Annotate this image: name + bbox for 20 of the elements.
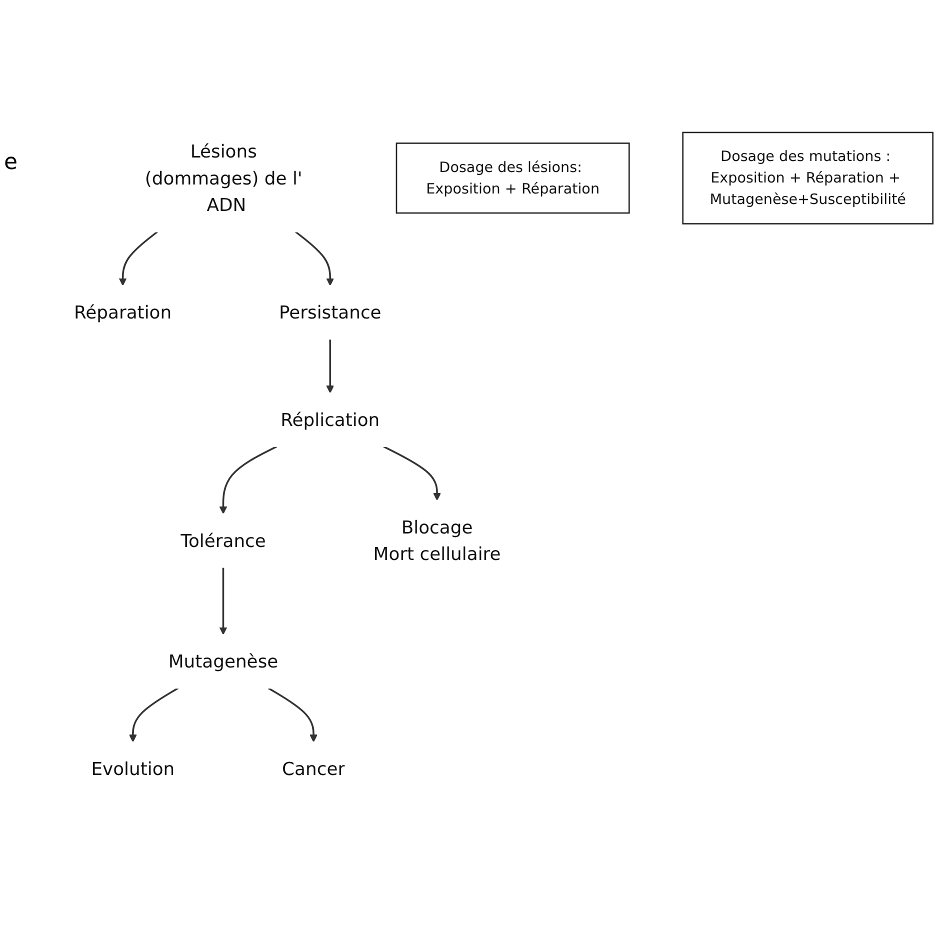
node-text: Cancer xyxy=(282,758,346,780)
arrow xyxy=(129,687,179,742)
cropped-text: e xyxy=(4,150,18,175)
node-text: Réplication xyxy=(280,408,380,430)
arrow xyxy=(383,446,441,501)
node-text: Tolérance xyxy=(180,530,266,552)
arrow xyxy=(219,446,278,514)
arrow xyxy=(295,231,334,286)
node-text: Evolution xyxy=(91,758,175,780)
node-box: Dosage des mutations : Exposition + Réparation + Mutagenèse+Susceptibilité xyxy=(682,132,934,224)
node-text: Mutagenèse xyxy=(168,650,278,672)
node-box: Dosage des lésions: Exposition + Réparation xyxy=(396,142,630,214)
node-text: Persistance xyxy=(278,302,382,324)
node-text: Blocage Mort cellulaire xyxy=(373,516,501,565)
arrow xyxy=(326,339,334,394)
node-text: Réparation xyxy=(74,302,172,324)
arrow xyxy=(268,687,318,742)
node-text: Lésions (dommages) de l' ADN xyxy=(144,140,302,216)
arrow xyxy=(219,567,228,635)
arrow xyxy=(118,231,158,286)
